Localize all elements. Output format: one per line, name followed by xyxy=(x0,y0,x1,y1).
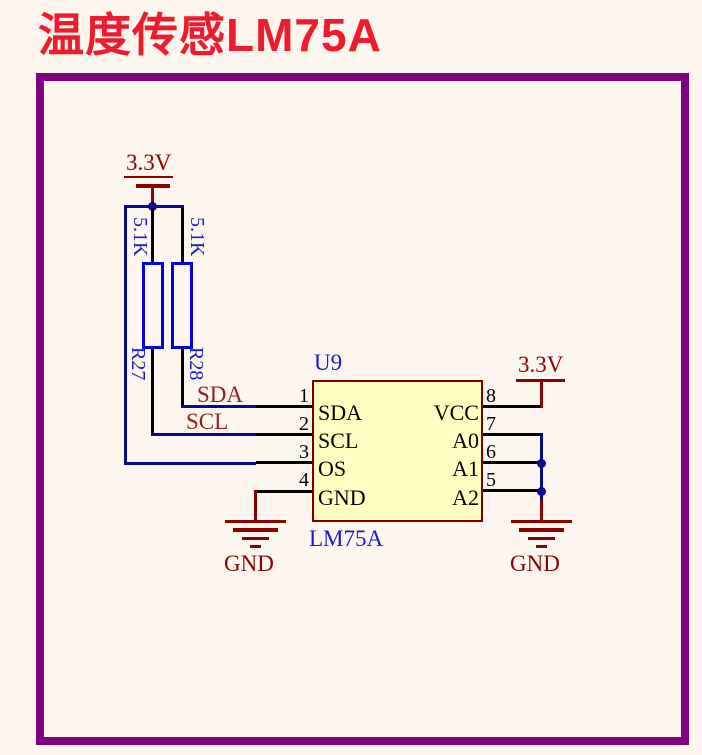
wire-left-vertical xyxy=(124,205,127,465)
pin-name-a2: A2 xyxy=(452,485,479,510)
schematic-frame xyxy=(36,73,689,745)
junction-dot-a1 xyxy=(537,459,546,468)
net-label-sda: SDA xyxy=(197,382,244,407)
pin-number-7: 7 xyxy=(486,413,496,435)
pin-name-vcc: VCC xyxy=(433,400,479,425)
pin-name-scl: SCL xyxy=(318,428,359,453)
pin2-stub xyxy=(256,433,312,436)
pin-name-os: OS xyxy=(318,456,347,481)
pin-number-8: 8 xyxy=(486,385,496,407)
resistor-r27-body xyxy=(142,262,164,349)
power-3v3-left-stem xyxy=(151,186,154,207)
resistor-r27-ref-label: R27 xyxy=(127,347,149,381)
ic-part-label: LM75A xyxy=(309,526,384,551)
power-3v3-right-label: 3.3V xyxy=(516,353,566,382)
pin-number-1: 1 xyxy=(299,385,309,407)
pin-name-sda: SDA xyxy=(318,400,363,425)
wire-sda xyxy=(181,405,256,408)
wire-address-bus-vertical xyxy=(540,433,543,503)
pin-number-4: 4 xyxy=(299,469,309,491)
pin-number-5: 5 xyxy=(486,469,496,491)
wire-scl xyxy=(151,433,256,436)
pin-name-a1: A1 xyxy=(452,456,479,481)
wire-r27-bottom-lead xyxy=(151,348,154,435)
resistor-r28-ref-label: R28 xyxy=(185,347,207,381)
wire-r28-bottom-lead xyxy=(181,348,184,408)
gnd-right-stem xyxy=(540,500,543,522)
gnd-right-bar1-icon xyxy=(511,520,572,523)
pin8-stub xyxy=(483,405,543,408)
pin1-stub xyxy=(256,405,312,408)
resistor-r28-value-label: 5.1K xyxy=(186,217,208,257)
gnd-left-bar4-icon xyxy=(250,545,261,548)
gnd-left-stem xyxy=(254,490,257,522)
pin5-stub xyxy=(483,489,543,492)
gnd-left-bar3-icon xyxy=(242,537,269,540)
power-3v3-right-stem xyxy=(540,382,543,408)
page-title: 温度传感LM75A xyxy=(38,9,382,61)
gnd-left-bar2-icon xyxy=(233,528,278,532)
gnd-left-label: GND xyxy=(224,551,274,576)
junction-dot-a2 xyxy=(537,487,546,496)
pin-number-3: 3 xyxy=(299,441,309,463)
pin-number-2: 2 xyxy=(299,413,309,435)
wire-r28-top-lead xyxy=(181,208,184,263)
ic-ref-label: U9 xyxy=(314,350,343,375)
pin7-stub xyxy=(483,433,543,436)
power-3v3-left-label: 3.3V xyxy=(124,151,174,178)
net-label-scl: SCL xyxy=(186,409,229,434)
gnd-left-bar1-icon xyxy=(225,520,286,523)
resistor-r28-body xyxy=(171,262,193,349)
pin-number-6: 6 xyxy=(486,441,496,463)
pin-name-gnd: GND xyxy=(318,485,366,510)
wire-r27-top-lead xyxy=(151,208,154,263)
resistor-r27-value-label: 5.1K xyxy=(129,217,151,257)
junction-dot-top xyxy=(148,202,157,211)
wire-os xyxy=(124,462,256,465)
gnd-right-label: GND xyxy=(510,551,560,576)
gnd-right-bar3-icon xyxy=(528,537,555,540)
pin3-stub xyxy=(256,461,312,464)
gnd-right-bar2-icon xyxy=(519,528,564,532)
pin-name-a0: A0 xyxy=(452,428,479,453)
gnd-right-bar4-icon xyxy=(536,545,547,548)
pin6-stub xyxy=(483,461,543,464)
pin4-stub xyxy=(256,490,312,493)
ic-u9-body xyxy=(312,380,483,522)
